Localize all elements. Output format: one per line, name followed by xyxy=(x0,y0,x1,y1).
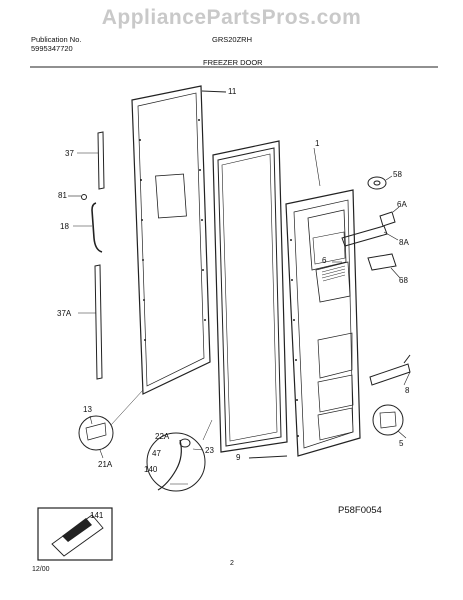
door-gasket xyxy=(212,140,288,453)
trim-37a xyxy=(94,264,103,380)
callout-6: 6 xyxy=(322,256,327,265)
trim-37 xyxy=(97,131,105,190)
wiring-connector xyxy=(202,419,213,441)
bin-bracket-8 xyxy=(369,363,411,386)
label-band xyxy=(62,518,92,542)
callout-5: 5 xyxy=(399,439,404,448)
handle-18 xyxy=(91,202,103,253)
leader-21a xyxy=(99,449,104,459)
part-5-circle xyxy=(372,404,404,436)
callout-23: 23 xyxy=(205,446,214,455)
watermark: AppliancePartsPros.com xyxy=(101,6,362,29)
leader-5 xyxy=(397,430,407,439)
callout-68: 68 xyxy=(399,276,408,285)
label-sheet xyxy=(51,514,104,557)
leader-8a xyxy=(383,231,399,241)
hinge-21a xyxy=(85,422,107,441)
section-title: FREEZER DOOR xyxy=(203,58,263,67)
callout-18: 18 xyxy=(60,222,69,231)
callout-6a: 6A xyxy=(397,200,407,209)
callout-11: 11 xyxy=(228,87,237,96)
leader-68 xyxy=(390,267,401,279)
leader-13 xyxy=(89,415,93,425)
screw-81 xyxy=(81,194,87,200)
callout-58: 58 xyxy=(393,170,402,179)
leader-58 xyxy=(385,175,393,181)
wire-harness xyxy=(157,439,182,491)
callout-141: 141 xyxy=(90,511,104,520)
publication-label: Publication No. xyxy=(31,35,82,44)
callout-22a: 22A xyxy=(155,432,170,441)
callout-37a: 37A xyxy=(57,309,72,318)
footer-page: 2 xyxy=(230,560,234,567)
callout-37: 37 xyxy=(65,149,74,158)
callout-81: 81 xyxy=(58,191,67,200)
model-number: GRS20ZRH xyxy=(212,35,253,44)
inner-door-liner xyxy=(285,189,361,457)
leader-11 xyxy=(201,90,227,93)
publication-number: 5995347720 xyxy=(31,44,73,53)
footer-date: 12/00 xyxy=(32,566,50,573)
callout-21a: 21A xyxy=(98,460,113,469)
callout-1: 1 xyxy=(315,139,320,148)
callout-9: 9 xyxy=(236,453,241,462)
callout-140: 140 xyxy=(144,465,158,474)
bracket-6a xyxy=(379,211,396,227)
callout-13: 13 xyxy=(83,405,92,414)
leader-23 xyxy=(192,448,204,451)
leader-1 xyxy=(313,147,321,187)
leader-9 xyxy=(248,455,288,459)
connector-22a xyxy=(179,438,191,448)
callout-8a: 8A xyxy=(399,238,409,247)
hinge-connector xyxy=(110,389,144,426)
bracket-arm xyxy=(403,354,411,364)
callout-8: 8 xyxy=(405,386,410,395)
leader-8 xyxy=(403,371,411,386)
leader-6a xyxy=(392,206,400,213)
outer-door-panel xyxy=(131,85,211,395)
diagram-code: P58F0054 xyxy=(338,505,382,516)
label-box xyxy=(37,507,113,561)
callout-47: 47 xyxy=(152,449,161,458)
part-68 xyxy=(367,253,397,271)
wiring-circle xyxy=(146,432,206,492)
dispenser-actuator xyxy=(367,176,387,190)
hinge-circle xyxy=(78,415,114,451)
